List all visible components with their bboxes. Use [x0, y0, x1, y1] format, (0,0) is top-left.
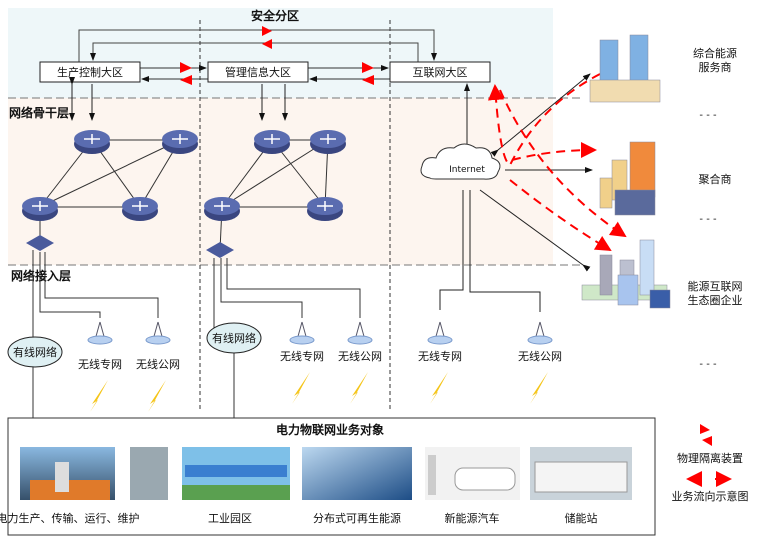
business-title: 电力物联网业务对象 [276, 422, 384, 437]
business-item-label: 分布式可再生能源 [313, 511, 401, 525]
legend-flow-label: 业务流向示意图 [672, 489, 749, 503]
partner-label: 聚合商 [699, 172, 732, 186]
wireless-private-label: 无线专网 [418, 349, 462, 363]
ellipsis: - - - [699, 110, 717, 121]
wireless-private-label: 无线专网 [280, 349, 324, 363]
lightning-icon [148, 380, 166, 412]
switch-icon [26, 235, 54, 251]
lightning-icon [430, 372, 448, 404]
partner-building-icon [589, 34, 661, 103]
business-item-label: 储能站 [565, 511, 598, 525]
wireless-public-label: 无线公网 [136, 357, 180, 371]
wired-label: 有线网络 [13, 345, 57, 359]
router-icon [254, 130, 290, 154]
business-photo [530, 447, 632, 500]
wireless-tower-icon [347, 321, 373, 345]
partner-building-icon [599, 141, 656, 216]
ellipsis: - - - [699, 214, 717, 225]
legend-isolation-label: 物理隔离装置 [677, 451, 743, 465]
business-photo [425, 447, 520, 500]
zone-box: 互联网大区 [389, 61, 491, 83]
router-icon [22, 197, 58, 221]
wireless-tower-icon [145, 321, 171, 345]
zone-label: 互联网大区 [413, 65, 468, 79]
wireless-private-label: 无线专网 [78, 357, 122, 371]
router-icon [310, 130, 346, 154]
router-icon [307, 197, 343, 221]
business-item-label: 电力生产、传输、运行、维护 [0, 511, 140, 525]
router-icon [162, 130, 198, 154]
access-layer-label: 网络接入层 [11, 268, 71, 283]
backbone-layer-label: 网络骨干层 [9, 105, 69, 120]
lightning-icon [530, 372, 548, 404]
lightning-icon [292, 372, 310, 404]
zone-label: 管理信息大区 [225, 65, 291, 79]
business-item-label: 新能源汽车 [445, 511, 500, 525]
lightning-icon [350, 372, 368, 404]
internet-cloud: Internet [420, 143, 501, 180]
isolation-devices [180, 26, 712, 446]
business-photo [182, 447, 290, 500]
partner-building-icon [581, 239, 671, 309]
business-photo [302, 447, 412, 500]
partner-label: 生态圈企业 [688, 293, 743, 307]
backbone-layer-bg [8, 98, 553, 265]
wireless-tower-icon [527, 321, 553, 345]
ellipsis: - - - [699, 359, 717, 370]
zone-title: 安全分区 [251, 8, 299, 23]
router-icon [74, 130, 110, 154]
wired-network [206, 322, 262, 354]
wireless-public-label: 无线公网 [518, 349, 562, 363]
partner-label: 能源互联网 [688, 279, 743, 293]
router-icon [122, 197, 158, 221]
wired-network [7, 336, 63, 368]
partner-label: 综合能源 [693, 46, 737, 60]
wireless-tower-icon [289, 321, 315, 345]
wireless-tower-icon [427, 321, 453, 345]
router-icon [204, 197, 240, 221]
business-item-label: 工业园区 [208, 512, 252, 525]
wireless-tower-icon [87, 321, 113, 345]
internet-label: Internet [449, 165, 485, 175]
switch-icon [206, 242, 234, 258]
zone-box: 生产控制大区 [39, 61, 141, 83]
partner-label: 服务商 [699, 60, 732, 74]
lightning-icon [90, 380, 108, 412]
zone-label: 生产控制大区 [57, 65, 123, 79]
business-photo [20, 447, 115, 500]
security-zone-bg [8, 8, 553, 98]
zone-box: 管理信息大区 [207, 61, 309, 83]
business-photo [130, 447, 168, 500]
wireless-public-label: 无线公网 [338, 349, 382, 363]
wired-label: 有线网络 [212, 331, 256, 345]
